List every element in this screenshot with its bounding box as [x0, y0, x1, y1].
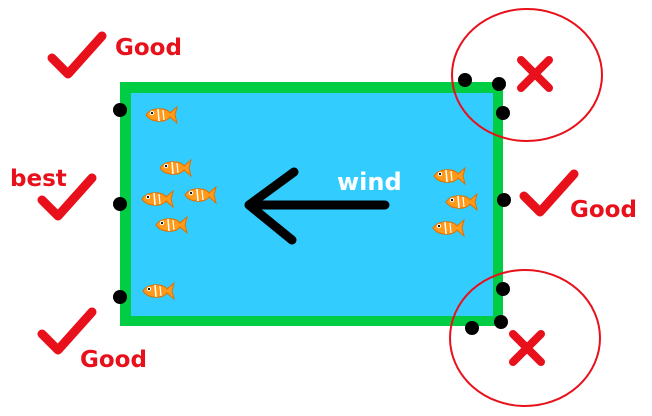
cross-icon — [521, 60, 549, 88]
marker-dot — [465, 321, 479, 335]
rejected-corner-circle — [451, 8, 603, 142]
wind-label: wind — [337, 168, 402, 196]
marker-dot — [496, 106, 510, 120]
best-label: best — [10, 166, 67, 192]
marker-dot — [113, 197, 127, 211]
left-arrow-icon — [244, 167, 390, 245]
good-label: Good — [115, 35, 182, 61]
check-icon — [52, 36, 102, 74]
marker-dot — [494, 315, 508, 329]
marker-dot — [492, 77, 506, 91]
check-icon — [524, 174, 574, 212]
marker-dot — [113, 290, 127, 304]
rejected-corner-circle — [449, 269, 601, 407]
marker-dot — [458, 73, 472, 87]
check-icon — [42, 312, 92, 350]
good-label: Good — [80, 347, 147, 373]
cross-icon — [513, 334, 541, 362]
marker-dot — [113, 103, 127, 117]
marker-dot — [496, 282, 510, 296]
marker-dot — [497, 193, 511, 207]
good-label: Good — [570, 197, 637, 223]
